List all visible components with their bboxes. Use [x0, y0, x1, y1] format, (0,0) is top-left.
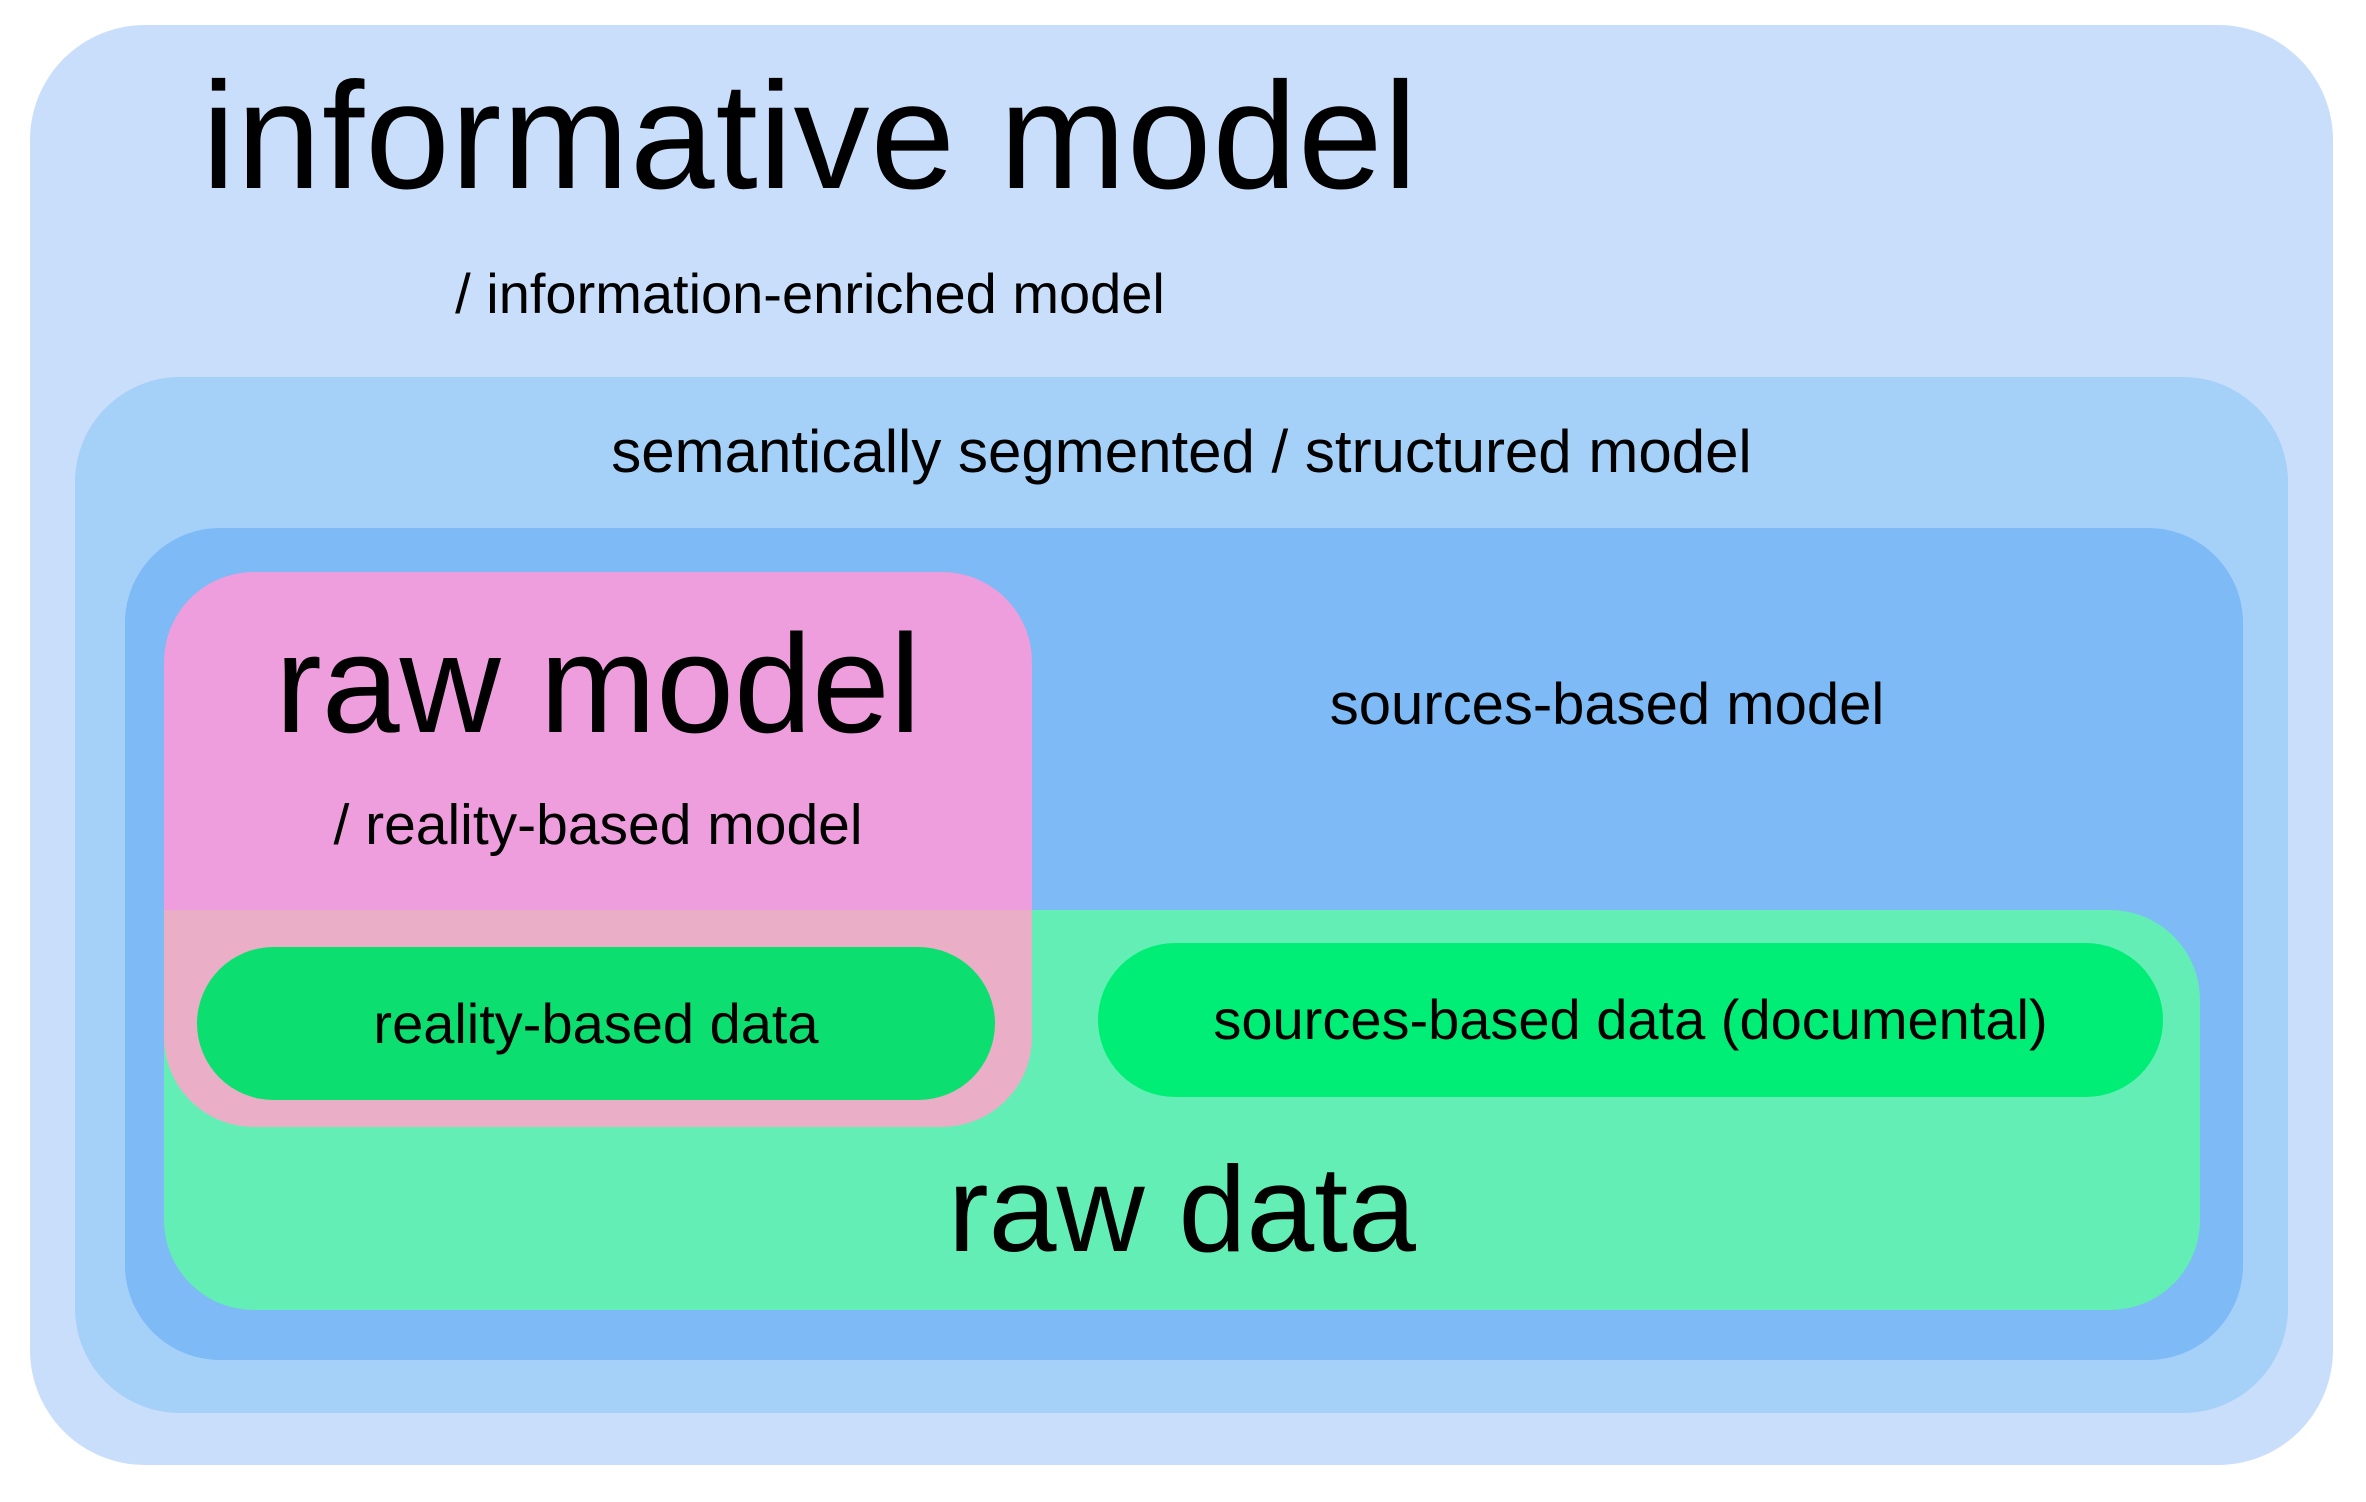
- raw-model-fill: [164, 572, 1032, 910]
- raw-model-box: raw model / reality-based model reality-…: [164, 572, 1032, 1127]
- structured-model-label: semantically segmented / structured mode…: [611, 418, 1752, 485]
- informative-model-subtitle: / information-enriched model: [455, 262, 1165, 325]
- raw-model-subtitle: / reality-based model: [333, 793, 863, 857]
- reality-based-data-pill: reality-based data: [197, 947, 995, 1100]
- reality-based-data-label: reality-based data: [373, 991, 819, 1055]
- sources-based-model-label: sources-based model: [1329, 672, 1885, 737]
- sources-based-data-label: sources-based data (documental): [1213, 988, 2048, 1051]
- raw-model-title: raw model: [275, 605, 921, 762]
- sources-based-data-pill: sources-based data (documental): [1098, 943, 2163, 1097]
- informative-model-title: informative model: [201, 51, 1419, 221]
- informative-model-box: informative model / information-enriched…: [30, 25, 2333, 1465]
- raw-data-label: raw data: [948, 1141, 1416, 1277]
- structured-model-box: semantically segmented / structured mode…: [75, 377, 2288, 1413]
- sources-based-model-box: sources-based model raw data raw model /…: [125, 528, 2243, 1360]
